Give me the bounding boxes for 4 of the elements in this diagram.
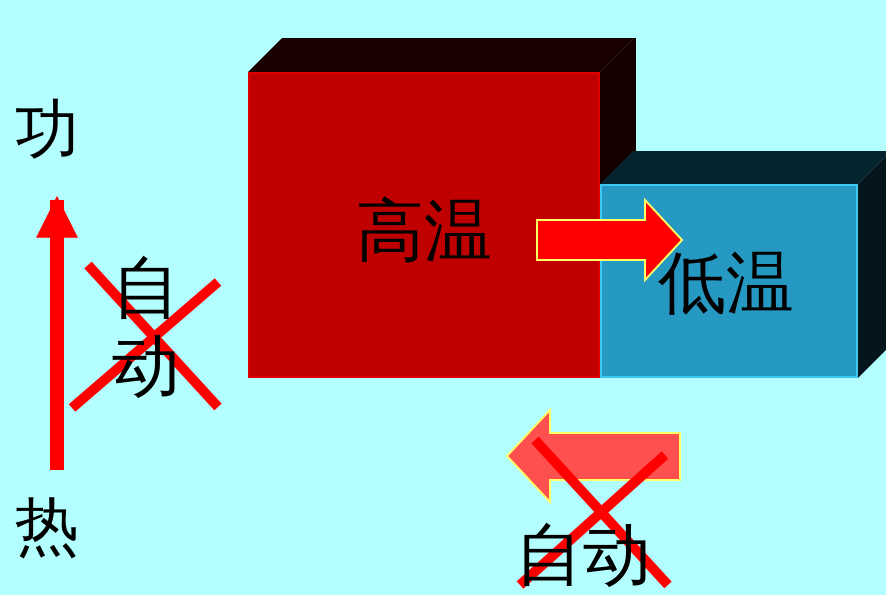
node-label: 功 xyxy=(15,98,85,166)
block-arrow xyxy=(536,197,684,283)
arrow xyxy=(36,196,78,470)
node-label: 热 xyxy=(15,495,85,563)
